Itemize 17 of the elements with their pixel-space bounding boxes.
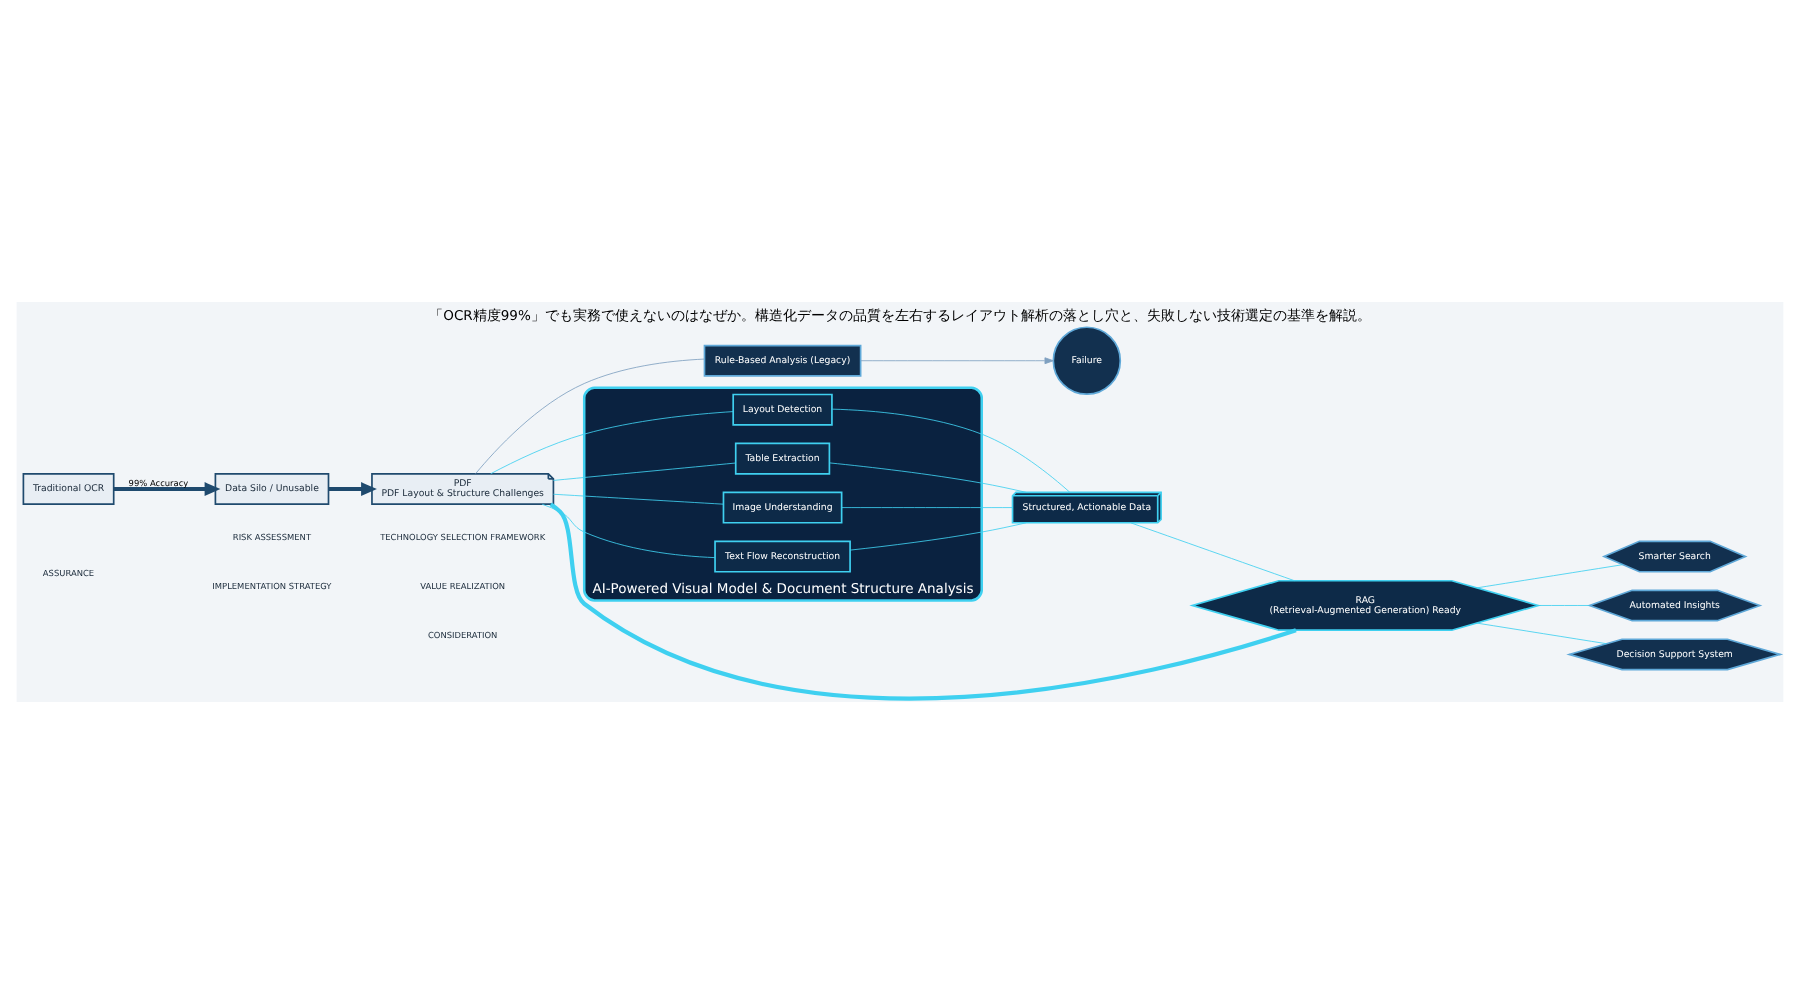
connector	[1476, 564, 1624, 589]
connector	[831, 408, 1071, 493]
arrow	[328, 482, 377, 496]
connector	[849, 522, 1027, 551]
connector	[841, 507, 1013, 508]
connector	[1537, 605, 1590, 606]
connector	[553, 462, 737, 481]
connector	[490, 411, 734, 475]
connector	[541, 503, 716, 559]
connector	[1130, 522, 1295, 582]
connector	[475, 358, 705, 474]
connector	[829, 462, 1027, 493]
connector	[553, 493, 724, 505]
arrow	[860, 357, 1054, 365]
connector	[1476, 622, 1607, 645]
arrow	[113, 482, 221, 496]
connector	[549, 502, 1297, 701]
